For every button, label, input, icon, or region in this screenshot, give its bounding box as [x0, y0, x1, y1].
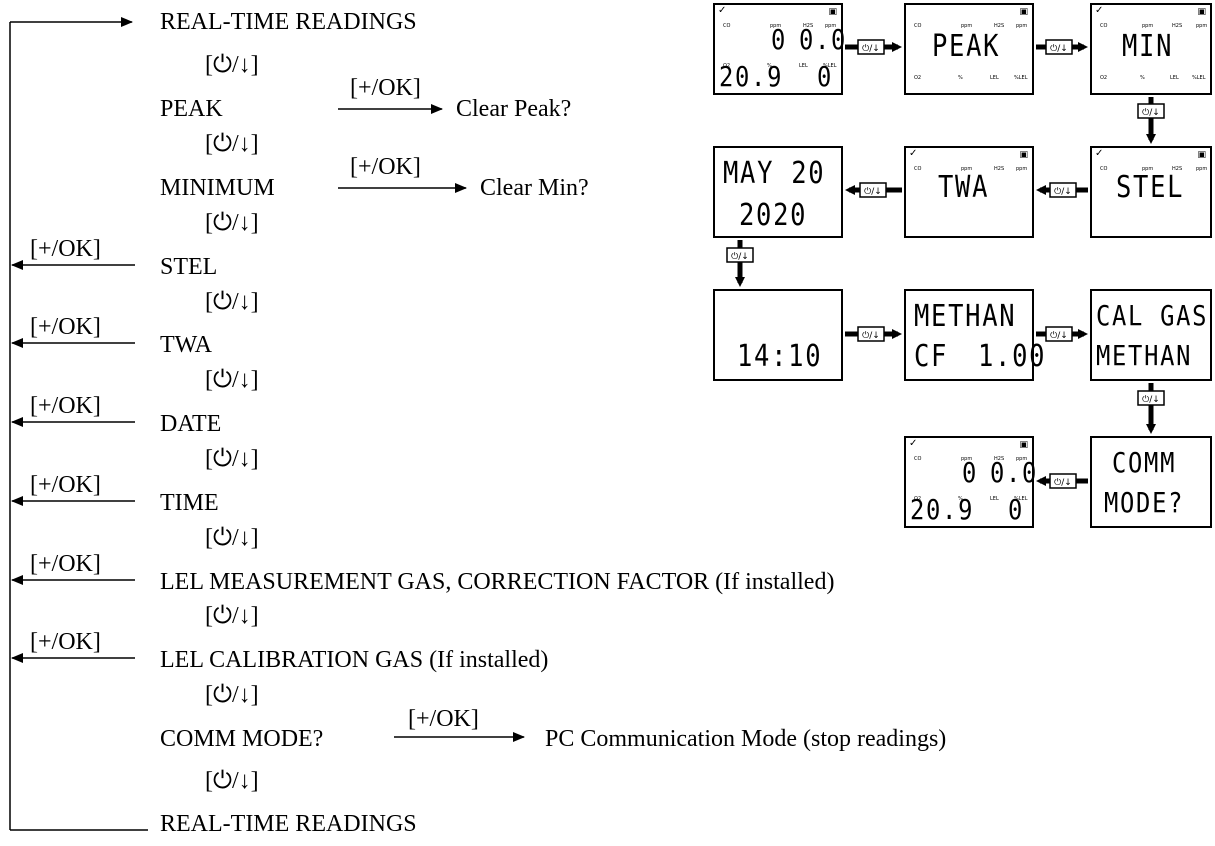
ok-key-label-stel: [+/OK]	[30, 236, 101, 262]
ok-key-label-comm: [+/OK]	[408, 706, 479, 732]
check-icon: ✓	[1095, 148, 1104, 159]
battery-icon: ▣	[828, 7, 837, 17]
ok-key-label-lel-meas: [+/OK]	[30, 551, 101, 577]
lcd-min: ✓ ▣ CO ppm H2S ppm MIN O2 % LEL %LEL	[1090, 3, 1212, 95]
menu-item-realtime-top: REAL-TIME READINGS	[160, 9, 417, 35]
menu-item-lel-calibration: LEL CALIBRATION GAS (If installed)	[160, 647, 549, 673]
menu-item-peak: PEAK	[160, 96, 223, 122]
battery-icon: ▣	[1019, 440, 1028, 450]
check-icon: ✓	[718, 5, 727, 16]
power-down-key-icon: ⏻/↓	[1054, 186, 1072, 197]
menu-item-date: DATE	[160, 411, 222, 437]
power-down-key-3: [⏻/↓]	[205, 210, 259, 236]
action-pc-comm-mode: PC Communication Mode (stop readings)	[545, 726, 947, 752]
arrow-stel-to-twa: ⏻/↓	[1036, 182, 1088, 198]
power-down-key-6: [⏻/↓]	[205, 446, 259, 472]
power-down-key-7: [⏻/↓]	[205, 525, 259, 551]
lcd-lel-calibration-gas: CAL GAS METHAN	[1090, 289, 1212, 381]
ok-key-label-date: [+/OK]	[30, 393, 101, 419]
power-down-key-icon: ⏻/↓	[731, 251, 749, 262]
power-down-key-5: [⏻/↓]	[205, 367, 259, 393]
ok-key-label-lel-cal: [+/OK]	[30, 629, 101, 655]
power-down-key-icon: ⏻/↓	[1054, 477, 1072, 488]
check-icon: ✓	[909, 438, 918, 449]
lcd-stel: ✓ ▣ CO ppm H2S ppm STEL	[1090, 146, 1212, 238]
check-icon: ✓	[909, 148, 918, 159]
lcd-realtime-readings-return: ✓ ▣ CO ppm H2S ppm 0 0.0 O2 % LEL %LEL 2…	[904, 436, 1036, 528]
lcd-twa: ✓ ▣ CO ppm H2S ppm TWA	[904, 146, 1034, 238]
menu-item-stel: STEL	[160, 254, 218, 280]
check-icon: ✓	[1095, 5, 1104, 16]
battery-icon: ▣	[1197, 150, 1206, 160]
power-down-key-icon: ⏻/↓	[1142, 394, 1160, 405]
lcd-peak: ▣ CO ppm H2S ppm PEAK O2 % LEL %LEL	[904, 3, 1034, 95]
power-down-key-icon: ⏻/↓	[1050, 43, 1068, 54]
arrow-comm-to-readings: ⏻/↓	[1036, 473, 1088, 489]
battery-icon: ▣	[1019, 7, 1028, 17]
action-clear-min: Clear Min?	[480, 175, 589, 201]
ok-key-label-peak: [+/OK]	[350, 75, 421, 101]
battery-icon: ▣	[1197, 7, 1206, 17]
lcd-date: MAY 20 2020	[713, 146, 843, 238]
ok-key-label-twa: [+/OK]	[30, 314, 101, 340]
ok-key-label-min: [+/OK]	[350, 154, 421, 180]
power-down-key-9: [⏻/↓]	[205, 682, 259, 708]
menu-item-lel-measurement: LEL MEASUREMENT GAS, CORRECTION FACTOR (…	[160, 569, 835, 595]
arrow-cal-gas-to-comm: ⏻/↓	[1137, 383, 1165, 434]
lcd-realtime-readings: ✓ ▣ CO ppm H2S ppm 0 0.0 O2 % LEL %LEL 2…	[713, 3, 845, 95]
power-down-key-icon: ⏻/↓	[1050, 330, 1068, 341]
power-down-key-4: [⏻/↓]	[205, 289, 259, 315]
battery-icon: ▣	[1019, 150, 1028, 160]
action-clear-peak: Clear Peak?	[456, 96, 572, 122]
power-down-key-icon: ⏻/↓	[1142, 107, 1160, 118]
arrow-date-to-time: ⏻/↓	[726, 240, 754, 287]
ok-key-label-time: [+/OK]	[30, 472, 101, 498]
arrow-twa-to-date: ⏻/↓	[845, 182, 902, 198]
power-down-key-icon: ⏻/↓	[862, 330, 880, 341]
arrow-time-to-meas-gas: ⏻/↓	[845, 326, 902, 342]
arrow-meas-gas-to-cal-gas: ⏻/↓	[1036, 326, 1088, 342]
arrow-min-to-stel: ⏻/↓	[1137, 97, 1165, 144]
menu-item-realtime-bottom: REAL-TIME READINGS	[160, 811, 417, 837]
menu-item-comm-mode: COMM MODE?	[160, 726, 324, 752]
lcd-lel-measurement-gas: METHAN CF 1.00	[904, 289, 1045, 381]
power-down-key-icon: ⏻/↓	[864, 186, 882, 197]
arrow-peak-to-min: ⏻/↓	[1036, 39, 1088, 55]
arrow-readings-to-peak: ⏻/↓	[845, 39, 902, 55]
power-down-key-2: [⏻/↓]	[205, 131, 259, 157]
power-down-key-1: [⏻/↓]	[205, 52, 259, 78]
lcd-comm-mode: COMM MODE?	[1090, 436, 1212, 528]
power-down-key-icon: ⏻/↓	[862, 43, 880, 54]
menu-item-minimum: MINIMUM	[160, 175, 275, 201]
power-down-key-10: [⏻/↓]	[205, 768, 259, 794]
power-down-key-8: [⏻/↓]	[205, 603, 259, 629]
menu-item-twa: TWA	[160, 332, 212, 358]
lcd-time: 14:10	[713, 289, 843, 381]
menu-item-time: TIME	[160, 490, 219, 516]
